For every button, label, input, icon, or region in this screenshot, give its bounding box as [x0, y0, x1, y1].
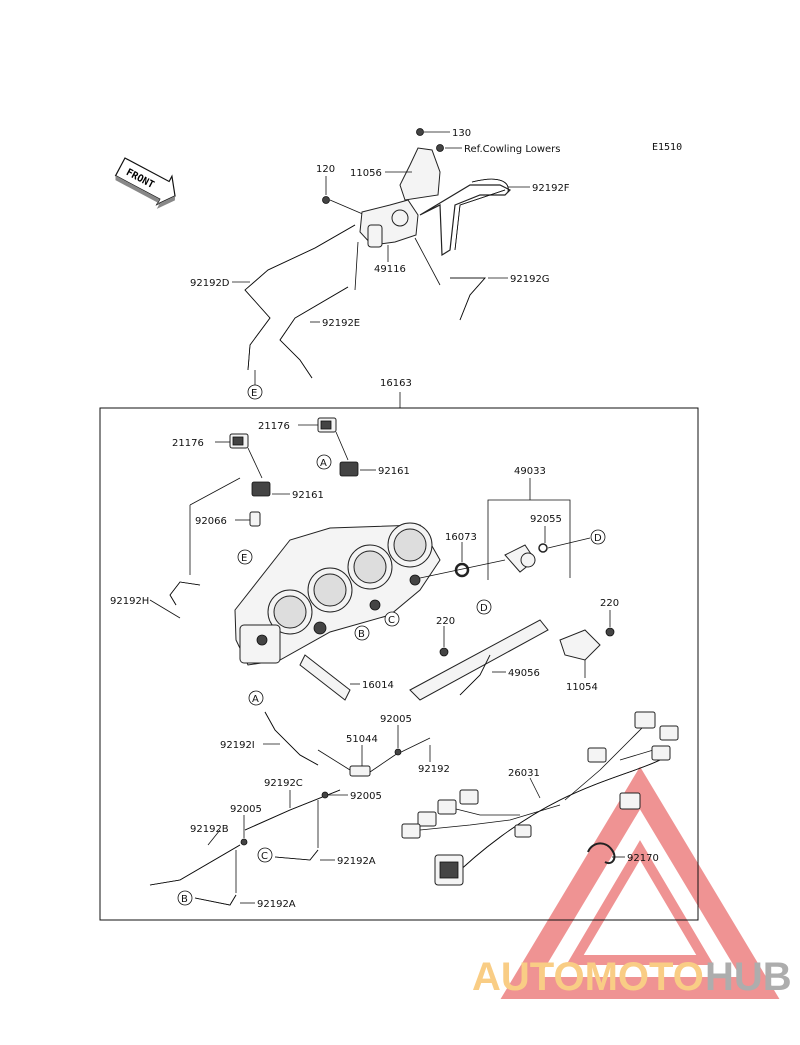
throttle-body-section: 21176 21176 A 92161 92161 92066 92192H E	[110, 417, 679, 910]
label-21176-left: 21176	[172, 438, 204, 449]
label-220-right: 220	[600, 598, 619, 609]
watermark-logo-triangle	[500, 766, 780, 999]
assembly-number: 16163	[380, 378, 412, 389]
label-49116: 49116	[374, 264, 406, 275]
label-92161-right: 92161	[378, 466, 410, 477]
label-92055: 92055	[530, 514, 562, 525]
diagram-code: E1510	[652, 142, 682, 153]
wiring-harness: 26031	[401, 711, 679, 886]
watermark: AUTOMOTO HUB	[472, 766, 792, 999]
label-92192D: 92192D	[190, 278, 230, 289]
assembly-frame	[99, 407, 699, 921]
label-120: 120	[316, 164, 335, 175]
label-92005-mid: 92005	[350, 791, 382, 802]
label-92005-left: 92005	[230, 804, 262, 815]
label-26031: 26031	[508, 768, 540, 779]
label-130: 130	[452, 128, 471, 139]
label-16014: 16014	[362, 680, 394, 691]
label-92005-top: 92005	[380, 714, 412, 725]
label-92192G: 92192G	[510, 274, 550, 285]
marker-a-top: A	[320, 458, 327, 469]
label-16073: 16073	[445, 532, 477, 543]
sub-assembly-number: 49033	[514, 466, 546, 477]
marker-a-lower: A	[252, 694, 259, 705]
marker-b-lower: B	[181, 894, 188, 905]
ref-note: Ref.Cowling Lowers	[464, 144, 561, 155]
label-92161-left: 92161	[292, 490, 324, 501]
marker-e-top: E	[251, 388, 257, 399]
marker-b-mid: B	[358, 629, 365, 640]
label-21176-right: 21176	[258, 421, 290, 432]
label-92170: 92170	[627, 853, 659, 864]
label-49056: 49056	[508, 668, 540, 679]
label-92192E: 92192E	[322, 318, 360, 329]
top-section: 130 Ref.Cowling Lowers 11056 120 49116 9…	[190, 128, 570, 408]
label-92192: 92192	[418, 764, 450, 775]
label-92192H: 92192H	[110, 596, 149, 607]
front-arrow: FRONT	[114, 157, 176, 209]
label-92192A-upper: 92192A	[337, 856, 376, 867]
marker-c-lower: C	[261, 851, 268, 862]
label-92192B: 92192B	[190, 824, 229, 835]
marker-c-mid: C	[388, 615, 395, 626]
label-92192C: 92192C	[264, 778, 303, 789]
label-92192F: 92192F	[532, 183, 570, 194]
marker-e-lower: E	[241, 553, 247, 564]
throttle-body	[234, 522, 441, 666]
marker-d-rail: D	[480, 603, 488, 614]
label-92192A-lower: 92192A	[257, 899, 296, 910]
label-11054: 11054	[566, 682, 598, 693]
label-92066: 92066	[195, 516, 227, 527]
label-92192I: 92192I	[220, 740, 255, 751]
label-11056: 11056	[350, 168, 382, 179]
label-220-left: 220	[436, 616, 455, 627]
label-51044: 51044	[346, 734, 378, 745]
marker-d-right: D	[594, 533, 602, 544]
watermark-brand-part2: HUB	[705, 955, 792, 999]
watermark-brand-part1: AUTOMOTO	[472, 955, 704, 999]
